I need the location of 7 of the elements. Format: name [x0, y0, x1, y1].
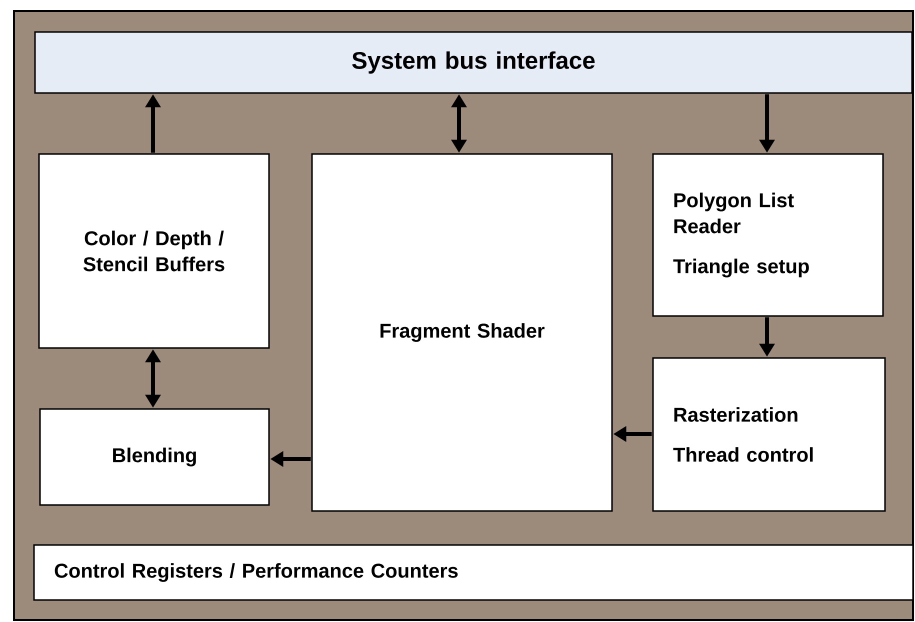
block-box: Rasterization Thread control — [652, 357, 886, 512]
block-box: Blending — [39, 408, 270, 506]
block-box: Color / Depth / Stencil Buffers — [38, 153, 270, 349]
register-bar: Control Registers / Performance Counters — [33, 544, 914, 601]
bus-box: System bus interface — [34, 31, 913, 94]
block-box: Polygon List Reader Triangle setup — [652, 153, 884, 317]
block-box: Fragment Shader — [311, 153, 613, 512]
